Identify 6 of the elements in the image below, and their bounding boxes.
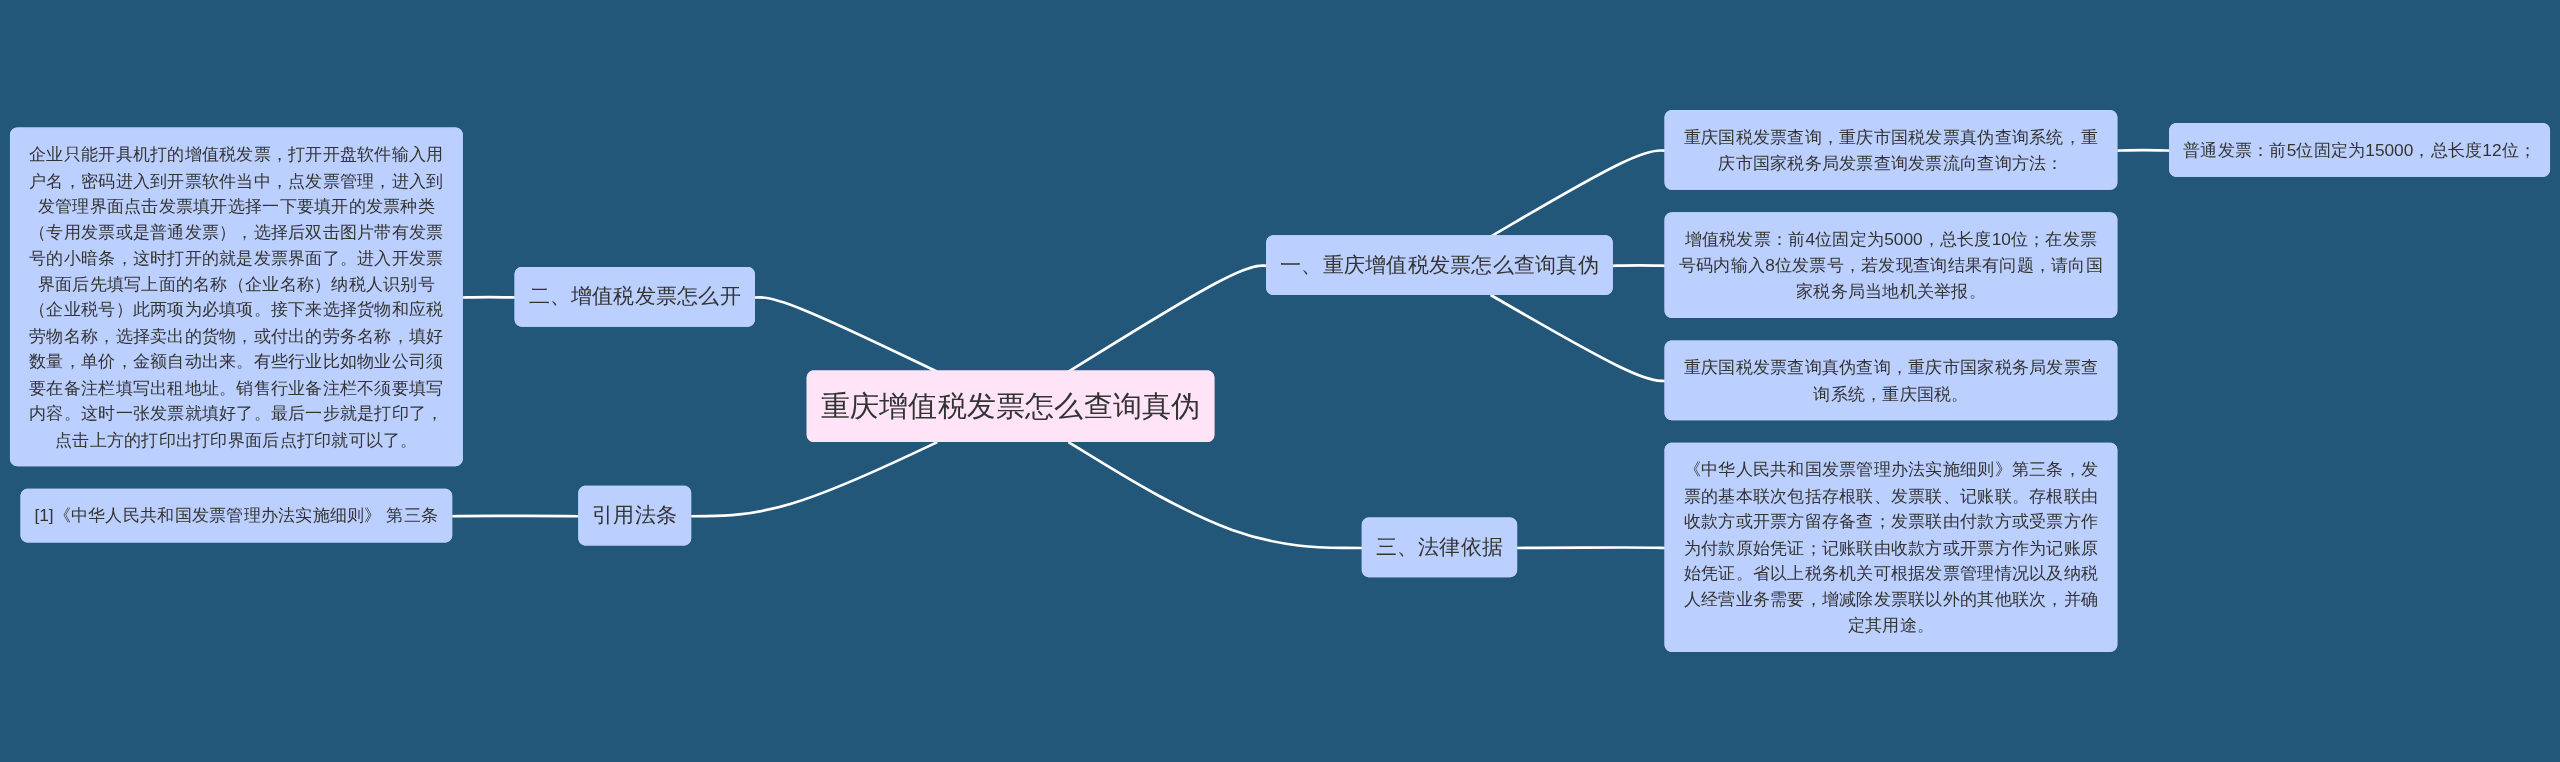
connector	[462, 295, 516, 299]
connector	[691, 440, 938, 518]
connector	[1612, 264, 1666, 268]
connector	[754, 296, 938, 373]
connector	[1489, 293, 1666, 383]
connector	[1517, 546, 1666, 550]
